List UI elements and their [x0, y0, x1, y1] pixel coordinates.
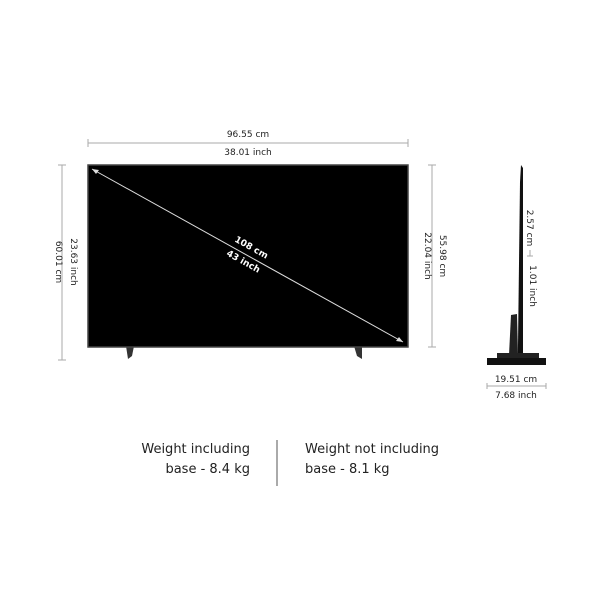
weight-without-base: Weight not including base - 8.1 kg — [305, 440, 439, 480]
weight-without-base-line1: Weight not including — [305, 442, 440, 457]
diagonal-line — [91, 168, 404, 343]
height-with-stand-inch-label: 23.63 inch — [68, 238, 78, 285]
stand-depth-cm-label: 19.51 cm — [495, 375, 537, 385]
tv-foot-left — [126, 346, 134, 359]
width-dimension: 96.55 cm 38.01 inch — [87, 130, 409, 158]
weight-with-base: Weight including base - 8.4 kg — [141, 440, 250, 480]
tv-foot-right — [354, 346, 362, 359]
weight-with-base-line2: base - 8.4 kg — [165, 462, 250, 477]
stand-base — [487, 358, 546, 365]
width-inch-label: 38.01 inch — [224, 148, 271, 158]
tv-side-panel — [518, 165, 523, 360]
weight-without-base-line2: base - 8.1 kg — [305, 462, 390, 477]
tv-front: 108 cm 43 inch — [87, 164, 409, 359]
tv-screen — [87, 164, 409, 348]
tv-side: 2.57 cm 1.01 inch 19.51 cm 7.68 inch — [486, 165, 547, 401]
stand-neck — [509, 314, 518, 355]
height-dimension: 22.04 inch 55.98 cm — [422, 164, 447, 348]
height-cm-label: 55.98 cm — [437, 235, 447, 277]
depth-cm-label: 2.57 cm — [524, 210, 534, 247]
height-with-stand-dimension: 60.01 cm 23.63 inch — [53, 164, 78, 361]
width-cm-label: 96.55 cm — [227, 130, 269, 140]
stand-depth-inch-label: 7.68 inch — [495, 391, 537, 401]
height-inch-label: 22.04 inch — [422, 232, 432, 279]
stand-top — [497, 353, 539, 358]
height-with-stand-cm-label: 60.01 cm — [53, 241, 63, 283]
weight-with-base-line1: Weight including — [141, 442, 250, 457]
depth-inch-label: 1.01 inch — [527, 265, 537, 307]
